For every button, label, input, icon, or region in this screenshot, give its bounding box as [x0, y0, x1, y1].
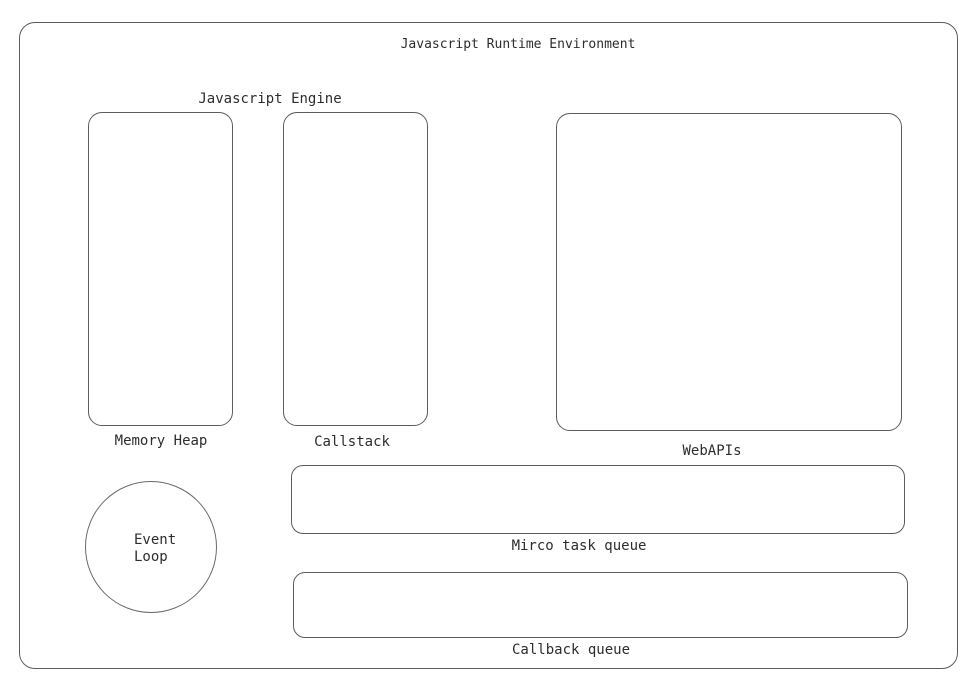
micro-task-queue-box — [291, 465, 905, 534]
callstack-label: Callstack — [314, 434, 390, 450]
memory-heap-box — [88, 112, 233, 426]
micro-task-queue-label: Mirco task queue — [511, 538, 647, 554]
callback-queue-box — [293, 572, 908, 638]
event-loop-circle — [85, 481, 217, 613]
memory-heap-label: Memory Heap — [114, 433, 208, 449]
webapis-box — [556, 113, 902, 431]
callstack-box — [283, 112, 428, 426]
callback-queue-label: Callback queue — [511, 642, 631, 658]
event-loop-label: Event Loop — [134, 532, 176, 566]
diagram-title: Javascript Runtime Environment — [400, 37, 636, 52]
event-loop-label-line1: Event — [134, 532, 177, 548]
javascript-engine-label: Javascript Engine — [198, 91, 342, 107]
event-loop-label-line2: Loop — [134, 549, 168, 565]
webapis-label: WebAPIs — [682, 443, 742, 459]
